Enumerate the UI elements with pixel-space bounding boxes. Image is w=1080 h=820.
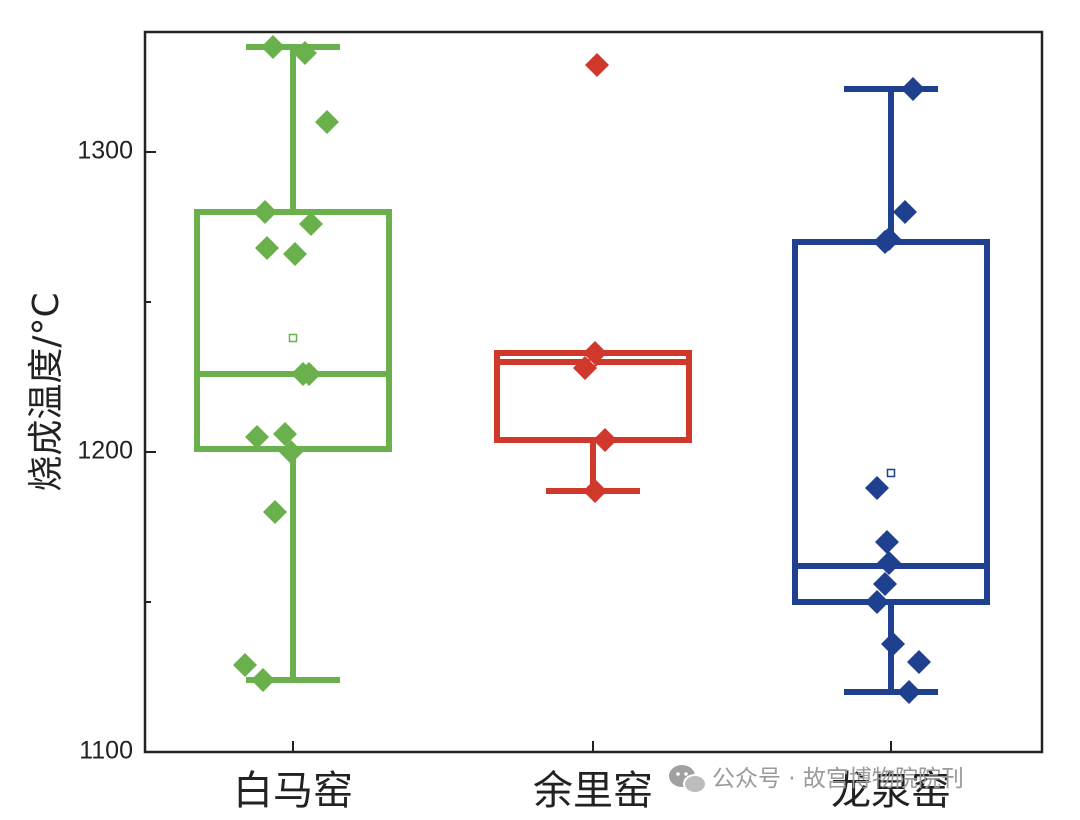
data-point <box>573 356 597 380</box>
data-point <box>263 500 287 524</box>
plot-frame <box>143 30 1044 754</box>
y-tick-label: 1300 <box>77 137 133 165</box>
x-category-label: 龙泉窑 <box>831 768 951 814</box>
wechat-icon <box>669 765 707 794</box>
data-point <box>865 476 889 500</box>
data-point <box>893 200 917 224</box>
box-group <box>792 77 990 704</box>
y-tick-label: 1200 <box>77 437 133 465</box>
data-point <box>299 212 323 236</box>
mean-marker <box>886 468 896 478</box>
data-point <box>873 572 897 596</box>
data-point <box>877 551 901 575</box>
data-point <box>283 242 307 266</box>
y-tick-label: 1100 <box>79 737 133 765</box>
data-point <box>907 650 931 674</box>
data-point <box>251 668 275 692</box>
data-point <box>293 41 317 65</box>
plot-area <box>194 35 990 704</box>
axes: 1100 1200 1300 白马窑 余里窑 龙泉窑 <box>77 137 951 814</box>
data-point <box>255 236 279 260</box>
data-point <box>583 341 607 365</box>
data-point <box>897 680 921 704</box>
data-point <box>873 230 897 254</box>
watermark-text: 公众号 · 故宫博物院院刊 <box>712 766 964 792</box>
data-point <box>593 428 617 452</box>
data-point <box>585 53 609 77</box>
data-point <box>901 77 925 101</box>
data-point <box>865 590 889 614</box>
mean-marker <box>288 333 298 343</box>
data-point <box>233 653 257 677</box>
data-point <box>261 35 285 59</box>
watermark: 公众号 · 故宫博物院院刊 <box>669 765 964 794</box>
x-category-label: 白马窑 <box>233 768 353 814</box>
data-point <box>315 110 339 134</box>
data-point <box>875 530 899 554</box>
data-point <box>881 632 905 656</box>
box-group <box>494 53 692 503</box>
y-axis-label: 烧成温度/°C <box>26 292 67 491</box>
x-category-label: 余里窑 <box>533 768 653 814</box>
data-point <box>583 479 607 503</box>
data-point <box>245 425 269 449</box>
data-point <box>297 362 321 386</box>
box-group <box>194 35 392 692</box>
data-point <box>253 200 277 224</box>
data-point <box>279 440 303 464</box>
